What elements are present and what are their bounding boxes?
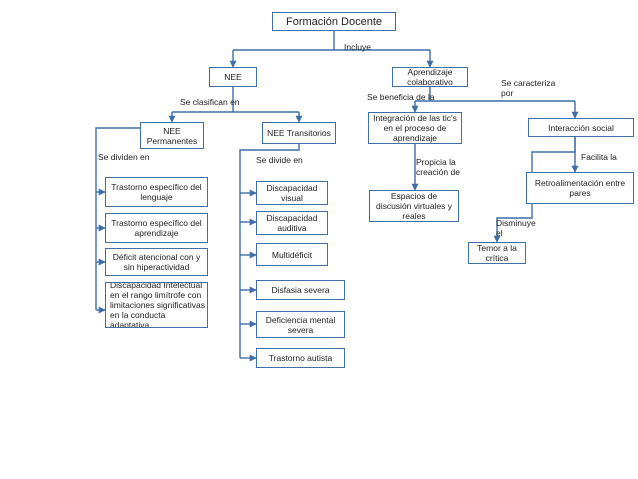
- label-facilita: Facilita la: [581, 152, 617, 162]
- node-trastorno-lenguaje: Trastorno específico del lenguaje: [105, 177, 208, 207]
- label-incluye: Incluye: [344, 42, 371, 52]
- node-nee: NEE: [209, 67, 257, 87]
- node-retroalimentacion: Retroalimentación entre pares: [526, 172, 634, 204]
- node-deficiencia-mental: Deficiencia mental severa: [256, 311, 345, 338]
- node-nee-transitorios: NEE Transitorios: [262, 122, 336, 144]
- label-propicia: Propicia la creación de: [416, 157, 460, 177]
- node-discapacidad-auditiva: Discapacidad auditiva: [256, 211, 328, 235]
- node-nee-permanentes: NEE Permanentes: [140, 122, 204, 149]
- node-temor-critica: Temor a la crítica: [468, 242, 526, 264]
- node-discapacidad-intelectual: Discapacidad Intelectual en el rango lim…: [105, 282, 208, 328]
- label-se-caracteriza: Se caracteriza por: [501, 78, 556, 98]
- node-trastorno-autista: Trastorno autista: [256, 348, 345, 368]
- node-aprendizaje-colaborativo: Aprendizaje colaborativo: [392, 67, 468, 87]
- node-integracion-tics: Integración de las tic's en el proceso d…: [368, 112, 462, 144]
- node-espacios-discusion: Espacios de discusión virtuales y reales: [369, 190, 459, 222]
- label-se-beneficia: Se beneficia de la: [367, 92, 435, 102]
- label-se-divide: Se divide en: [256, 155, 303, 165]
- node-formacion-docente: Formación Docente: [272, 12, 396, 31]
- label-se-dividen: Se dividen en: [98, 152, 150, 162]
- connector-transitorios: [239, 138, 300, 358]
- node-disfasia-severa: Disfasia severa: [256, 280, 345, 300]
- label-disminuye: Disminuye el: [496, 218, 536, 238]
- node-deficit-atencional: Déficit atencional con y sin hiperactivi…: [105, 248, 208, 276]
- node-multideficit: Multidéficit: [256, 243, 328, 266]
- node-discapacidad-visual: Discapacidad visual: [256, 181, 328, 205]
- node-interaccion-social: Interacción social: [528, 118, 634, 137]
- label-se-clasifican: Se clasifican en: [180, 97, 240, 107]
- node-trastorno-aprendizaje: Trastorno específico del aprendizaje: [105, 213, 208, 243]
